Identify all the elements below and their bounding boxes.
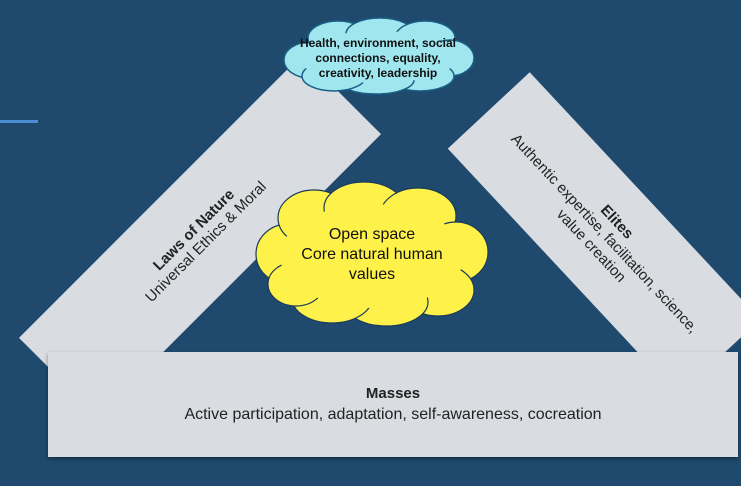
laws-of-nature-title: Laws of Nature (149, 185, 238, 274)
elites-subtitle: Authentic expertise, facilitation, scien… (507, 130, 702, 337)
center-cloud-shape (255, 181, 489, 327)
top-values-cloud: Health, environment, social connections,… (280, 16, 476, 96)
masses-beam: Masses Active participation, adaptation,… (48, 352, 738, 457)
open-space-cloud: Open space Core natural human values (252, 180, 492, 330)
center-cloud-line-1: Open space (328, 226, 416, 243)
top-cloud-shape (283, 17, 475, 95)
center-cloud-line-3: values (348, 266, 396, 283)
top-cloud-line-2: connections, equality, (315, 50, 441, 65)
top-cloud-line-1: Health, environment, social (299, 35, 457, 50)
elites-title: Elites (597, 201, 638, 243)
masses-title: Masses (365, 385, 421, 402)
center-cloud-line-2: Core natural human (301, 246, 443, 263)
laws-of-nature-subtitle: Universal Ethics & Moral (141, 177, 270, 306)
accent-line (0, 120, 38, 123)
top-cloud-line-3: creativity, leadership (318, 65, 438, 80)
masses-subtitle: Active participation, adaptation, self-a… (184, 406, 602, 423)
